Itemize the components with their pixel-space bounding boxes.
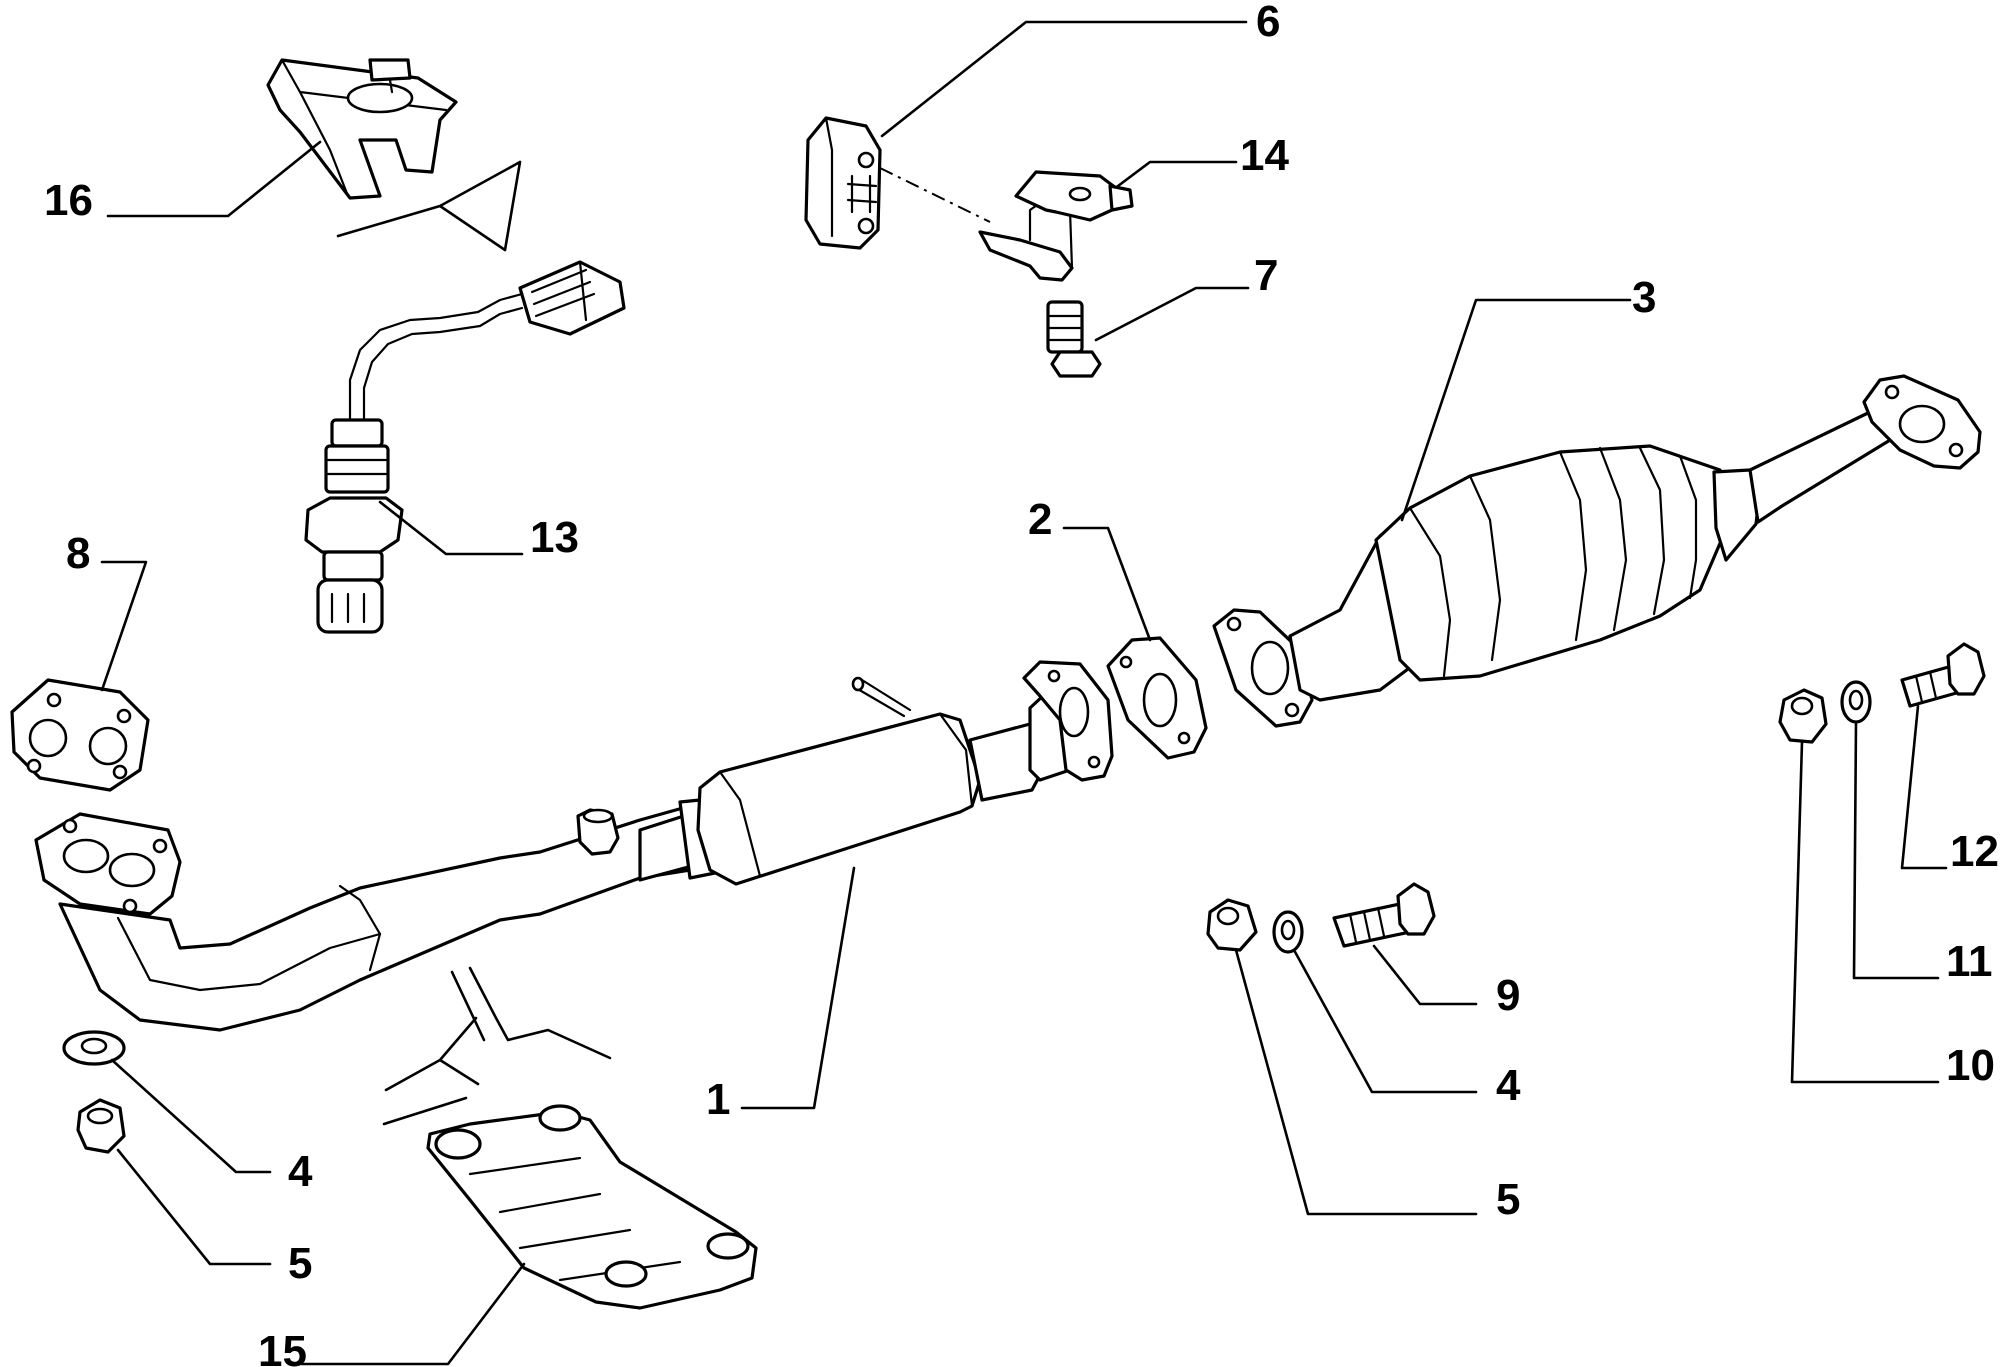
section-break-marker-lower [382, 966, 612, 1126]
leader-15 [106, 140, 322, 218]
callout-6: 6 [1256, 0, 1280, 46]
section-break-marker [336, 160, 522, 252]
leader-9 [1372, 944, 1478, 1006]
callout-3: 3 [1632, 273, 1656, 322]
leader-7 [1094, 286, 1250, 342]
leader-4a [110, 1058, 272, 1174]
callout-13: 13 [530, 513, 579, 562]
leader-lines [100, 20, 1948, 1366]
leader-2 [1062, 526, 1152, 642]
part-10-nut[interactable] [1778, 688, 1828, 744]
callout-8: 8 [66, 529, 90, 578]
part-16-heat-shield[interactable] [384, 1016, 758, 1310]
part-9-bolt[interactable] [1332, 882, 1436, 948]
part-5-nut-right[interactable] [1206, 898, 1258, 952]
callout-10: 10 [1946, 1041, 1995, 1090]
leader-6 [880, 20, 1248, 138]
callout-15: 16 [44, 176, 93, 225]
callout-4b: 4 [1496, 1061, 1521, 1110]
callout-16: 15 [258, 1327, 307, 1367]
leader-4b [1292, 948, 1478, 1094]
leader-5b [1234, 948, 1478, 1216]
callout-14: 14 [1240, 131, 1289, 180]
part-15-heat-shield-clip[interactable] [266, 58, 458, 200]
callout-7: 7 [1254, 251, 1278, 300]
part-8-manifold-gasket[interactable] [10, 678, 150, 792]
leader-14 [1116, 160, 1238, 188]
part-6-rubber-mounting[interactable] [804, 116, 882, 250]
part-11-washer[interactable] [1840, 680, 1872, 724]
part-2-flange-gasket[interactable] [1106, 636, 1208, 760]
callout-labels: 16 13 8 6 14 7 3 2 1 4 5 15 9 4 5 12 11 … [44, 0, 1999, 1367]
part-7-screw[interactable] [1046, 300, 1102, 378]
callout-5b: 5 [1496, 1175, 1520, 1224]
leader-13 [378, 500, 524, 556]
assembly-axis-line [879, 167, 991, 223]
part-4-washer-right[interactable] [1272, 910, 1304, 954]
part-1-front-exhaust-pipe[interactable] [34, 660, 1114, 1032]
part-5-nut-left[interactable] [76, 1098, 126, 1154]
callout-4a: 4 [288, 1147, 313, 1196]
callout-5a: 5 [288, 1239, 312, 1288]
part-4-washer-left[interactable] [62, 1030, 126, 1066]
part-13-oxygen-sensor[interactable] [304, 260, 626, 634]
part-3-catalytic-converter[interactable] [1212, 374, 1982, 728]
leader-3 [1400, 298, 1632, 522]
part-12-bolt[interactable] [1900, 642, 1986, 708]
leader-12 [1900, 704, 1948, 870]
callout-12: 12 [1950, 827, 1999, 876]
callout-11: 11 [1946, 937, 1993, 986]
callout-9: 9 [1496, 971, 1520, 1020]
leader-8 [100, 560, 148, 692]
leader-11 [1852, 720, 1940, 980]
leader-10 [1790, 740, 1940, 1084]
part-14-hanger-bracket[interactable] [978, 170, 1134, 282]
leader-1 [740, 866, 856, 1110]
leader-16 [300, 1262, 526, 1366]
leader-5a [116, 1148, 272, 1266]
callout-1: 1 [706, 1075, 730, 1124]
callout-2: 2 [1028, 495, 1052, 544]
